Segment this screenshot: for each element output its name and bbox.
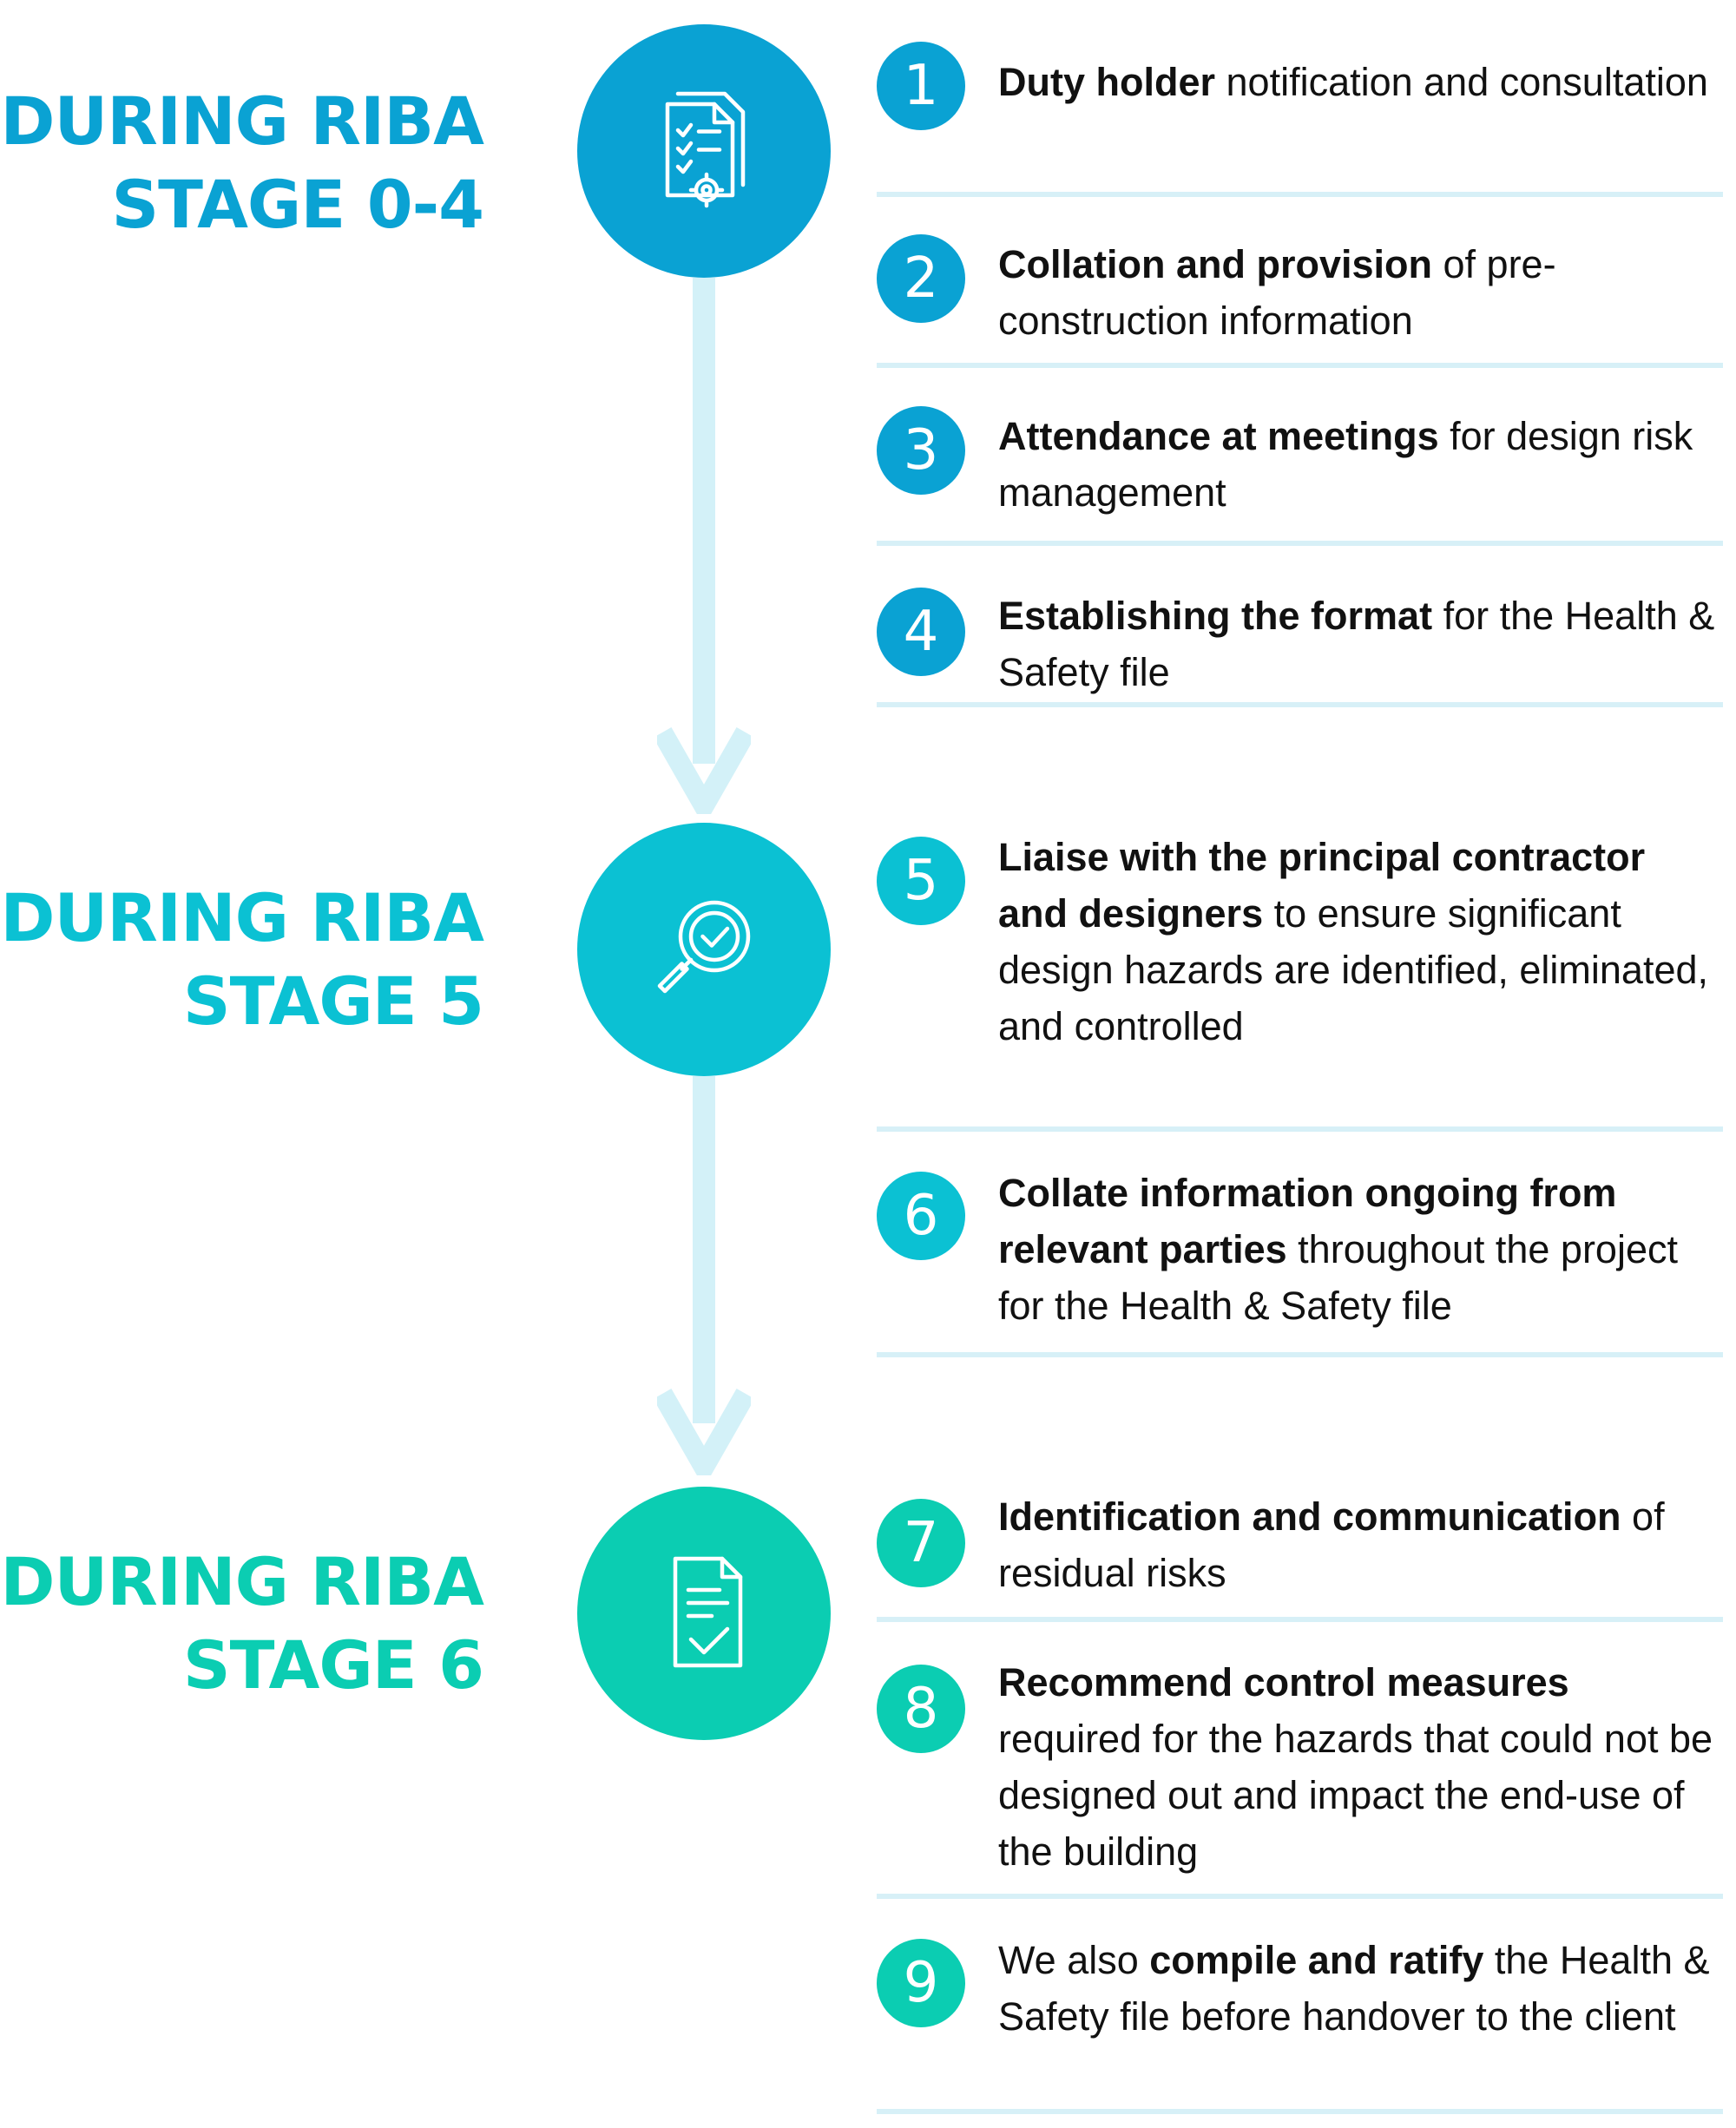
- checklist-gear-icon: [665, 91, 746, 208]
- step-bold-text: Collation and provision: [998, 242, 1433, 286]
- divider: [877, 1894, 1723, 1899]
- divider: [877, 2109, 1723, 2114]
- down-arrow-icon: [657, 727, 751, 814]
- down-arrow-icon: [657, 1389, 751, 1475]
- step-number-badge: 8: [877, 1665, 965, 1753]
- step-number-badge: 1: [877, 42, 965, 130]
- step-bold-text: compile and ratify: [1149, 1938, 1484, 1982]
- stage-title-line1: DURING RIBA: [0, 879, 484, 956]
- divider: [877, 541, 1723, 546]
- magnifier-check-icon: [657, 900, 751, 994]
- step-description: Recommend control measures required for …: [998, 1654, 1719, 1880]
- divider: [877, 363, 1723, 368]
- stage-title-5: DURING RIBA STAGE 5: [0, 877, 484, 1043]
- stage-title-line2: STAGE 0-4: [111, 166, 484, 243]
- step-description: Liaise with the principal contractor and…: [998, 829, 1719, 1054]
- step-rest-text: to ensure significant design hazards are…: [998, 891, 1708, 1048]
- timeline-connector: [693, 278, 715, 764]
- stage-title-line1: DURING RIBA: [0, 1543, 484, 1620]
- stage-title-0-4: DURING RIBA STAGE 0-4: [0, 80, 484, 246]
- step-number-badge: 6: [877, 1172, 965, 1260]
- divider: [877, 702, 1723, 707]
- stage-icon-circle: [577, 823, 831, 1076]
- step-description: Establishing the format for the Health &…: [998, 588, 1719, 700]
- step-description: Duty holder notification and consultatio…: [998, 54, 1719, 110]
- stage-title-line2: STAGE 5: [182, 962, 484, 1040]
- step-number-badge: 5: [877, 837, 965, 925]
- step-bold-text: Duty holder: [998, 60, 1216, 104]
- step-bold-text: Recommend control measures: [998, 1660, 1569, 1704]
- divider: [877, 1126, 1723, 1132]
- step-rest-text: for the Health & Safety file: [998, 594, 1715, 694]
- stage-title-6: DURING RIBA STAGE 6: [0, 1540, 484, 1707]
- step-number-badge: 4: [877, 588, 965, 676]
- stage-title-line2: STAGE 6: [182, 1626, 484, 1704]
- step-number-badge: 2: [877, 234, 965, 323]
- step-number-badge: 9: [877, 1939, 965, 2027]
- divider: [877, 1617, 1723, 1622]
- step-rest-text: of residual risks: [998, 1494, 1665, 1595]
- stage-icon-circle: [577, 24, 831, 278]
- step-description: Collate information ongoing from relevan…: [998, 1165, 1719, 1334]
- step-rest-text: the Health & Safety file before handover…: [998, 1938, 1710, 2039]
- step-rest-text: of pre-construction information: [998, 242, 1556, 343]
- divider: [877, 1352, 1723, 1357]
- stage-title-line1: DURING RIBA: [0, 82, 484, 160]
- step-number-badge: 3: [877, 406, 965, 495]
- step-description: Collation and provision of pre-construct…: [998, 236, 1719, 349]
- step-bold-text: Attendance at meetings: [998, 414, 1439, 458]
- document-check-icon: [673, 1556, 743, 1668]
- step-description: We also compile and ratify the Health & …: [998, 1932, 1719, 2045]
- step-rest-text: notification and consultation: [1215, 60, 1708, 104]
- step-bold-text: Identification and communication: [998, 1494, 1621, 1539]
- step-description: Identification and communication of resi…: [998, 1488, 1719, 1601]
- divider: [877, 192, 1723, 197]
- step-description: Attendance at meetings for design risk m…: [998, 408, 1719, 521]
- step-bold-text: Collate information ongoing from relevan…: [998, 1171, 1617, 1271]
- step-rest-text: for design risk management: [998, 414, 1693, 515]
- step-bold-text: Liaise with the principal contractor and…: [998, 835, 1646, 936]
- step-number-badge: 7: [877, 1499, 965, 1587]
- stage-icon-circle: [577, 1487, 831, 1740]
- step-rest-text: required for the hazards that could not …: [998, 1717, 1713, 1874]
- step-prefix-text: We also: [998, 1938, 1150, 1982]
- timeline-connector: [693, 1076, 715, 1423]
- step-bold-text: Establishing the format: [998, 594, 1433, 638]
- step-rest-text: throughout the project for the Health & …: [998, 1227, 1678, 1328]
